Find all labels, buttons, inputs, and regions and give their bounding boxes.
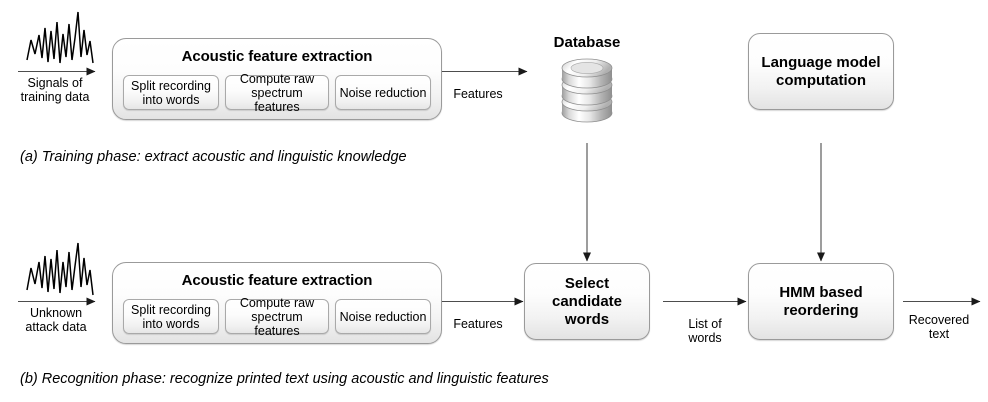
- edge-label-features-b: Features: [453, 317, 503, 331]
- step-split-recording-a[interactable]: Split recording into words: [123, 75, 219, 110]
- step-noise-reduction-a[interactable]: Noise reduction: [335, 75, 431, 110]
- training-signal-label: Signals of training data: [20, 76, 90, 104]
- acoustic-feature-extraction-box-a[interactable]: Acoustic feature extraction Split record…: [112, 38, 442, 120]
- language-model-computation-box[interactable]: Language model computation: [748, 33, 894, 110]
- caption-panel-b: (b) Recognition phase: recognize printed…: [20, 371, 549, 387]
- acoustic-feature-extraction-title-b: Acoustic feature extraction: [181, 272, 373, 289]
- hmm-based-reordering-label: HMM based reordering: [779, 283, 863, 319]
- step-split-recording-b[interactable]: Split recording into words: [123, 299, 219, 334]
- step-noise-reduction-b[interactable]: Noise reduction: [335, 299, 431, 334]
- acoustic-feature-extraction-title-a: Acoustic feature extraction: [181, 48, 373, 65]
- database-cylinder-icon: [561, 58, 613, 123]
- hmm-based-reordering-box[interactable]: HMM based reordering: [748, 263, 894, 340]
- step-compute-raw-spectrum-a[interactable]: Compute raw spectrum features: [225, 72, 329, 114]
- edge-label-list-of-words: List of words: [688, 317, 722, 345]
- select-candidate-words-label: Select candidate words: [551, 274, 623, 328]
- caption-panel-a: (a) Training phase: extract acoustic and…: [20, 149, 407, 165]
- step-compute-raw-spectrum-b[interactable]: Compute raw spectrum features: [225, 296, 329, 338]
- waveform-icon-attack: [26, 242, 94, 296]
- select-candidate-words-box[interactable]: Select candidate words: [524, 263, 650, 340]
- waveform-icon-training: [26, 11, 94, 64]
- edge-label-recovered-text: Recovered text: [908, 313, 970, 341]
- edge-label-features-a: Features: [453, 87, 503, 101]
- acoustic-feature-extraction-box-b[interactable]: Acoustic feature extraction Split record…: [112, 262, 442, 344]
- database-title: Database: [553, 34, 621, 51]
- language-model-computation-label: Language model computation: [761, 53, 881, 89]
- attack-data-label: Unknown attack data: [25, 306, 87, 334]
